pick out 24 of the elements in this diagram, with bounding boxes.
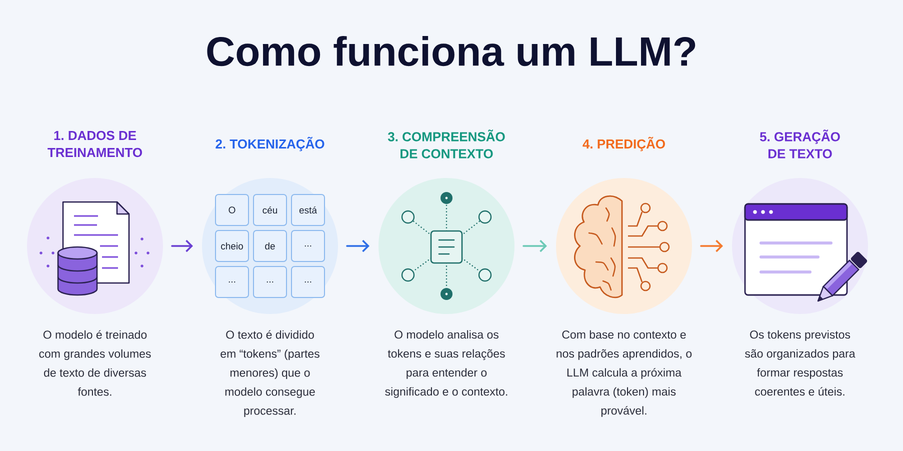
token-box: céu xyxy=(253,194,287,226)
step-description: O texto é dividido em “tokens” (partes menores) que o modelo consegue processar. xyxy=(220,330,320,418)
title: Como funciona um LLM? xyxy=(207,36,696,66)
token-box: cheio xyxy=(215,230,249,262)
step-description: O modelo é treinado com grandes volumes de texto de diversas fontes. xyxy=(39,330,151,396)
step-heading: 4. PREDIÇÃO xyxy=(582,136,665,152)
step-description: Os tokens previstos são organizados para formar respostas coerentes e úteis. xyxy=(745,330,856,396)
token-box: ... xyxy=(215,266,249,298)
arrow xyxy=(700,240,723,252)
step-heading: 3. COMPREENSÃO DE CONTEXTO xyxy=(388,130,505,158)
step-heading: 2. TOKENIZAÇÃO xyxy=(216,136,324,152)
token-box: ... xyxy=(291,266,325,298)
step-heading: 5. GERAÇÃO DE TEXTO xyxy=(760,130,840,158)
token-box: O xyxy=(215,194,249,226)
arrow xyxy=(346,240,370,252)
step-description: O modelo analisa os tokens e suas relações para entender o significado e o contexto. xyxy=(385,330,508,398)
token-box: ... xyxy=(253,266,287,298)
token-box: ... xyxy=(291,230,325,262)
token-box: de xyxy=(253,230,287,262)
step-heading: 1. DADOS DE TREINAMENTO xyxy=(48,130,142,158)
arrow xyxy=(522,240,547,252)
step-description: Com base no contexto e nos padrões aprendidos, o LLM calcula a próxima palavra (token) mais provável. xyxy=(556,330,692,417)
token-box: está xyxy=(291,194,325,226)
arrow xyxy=(171,240,193,252)
